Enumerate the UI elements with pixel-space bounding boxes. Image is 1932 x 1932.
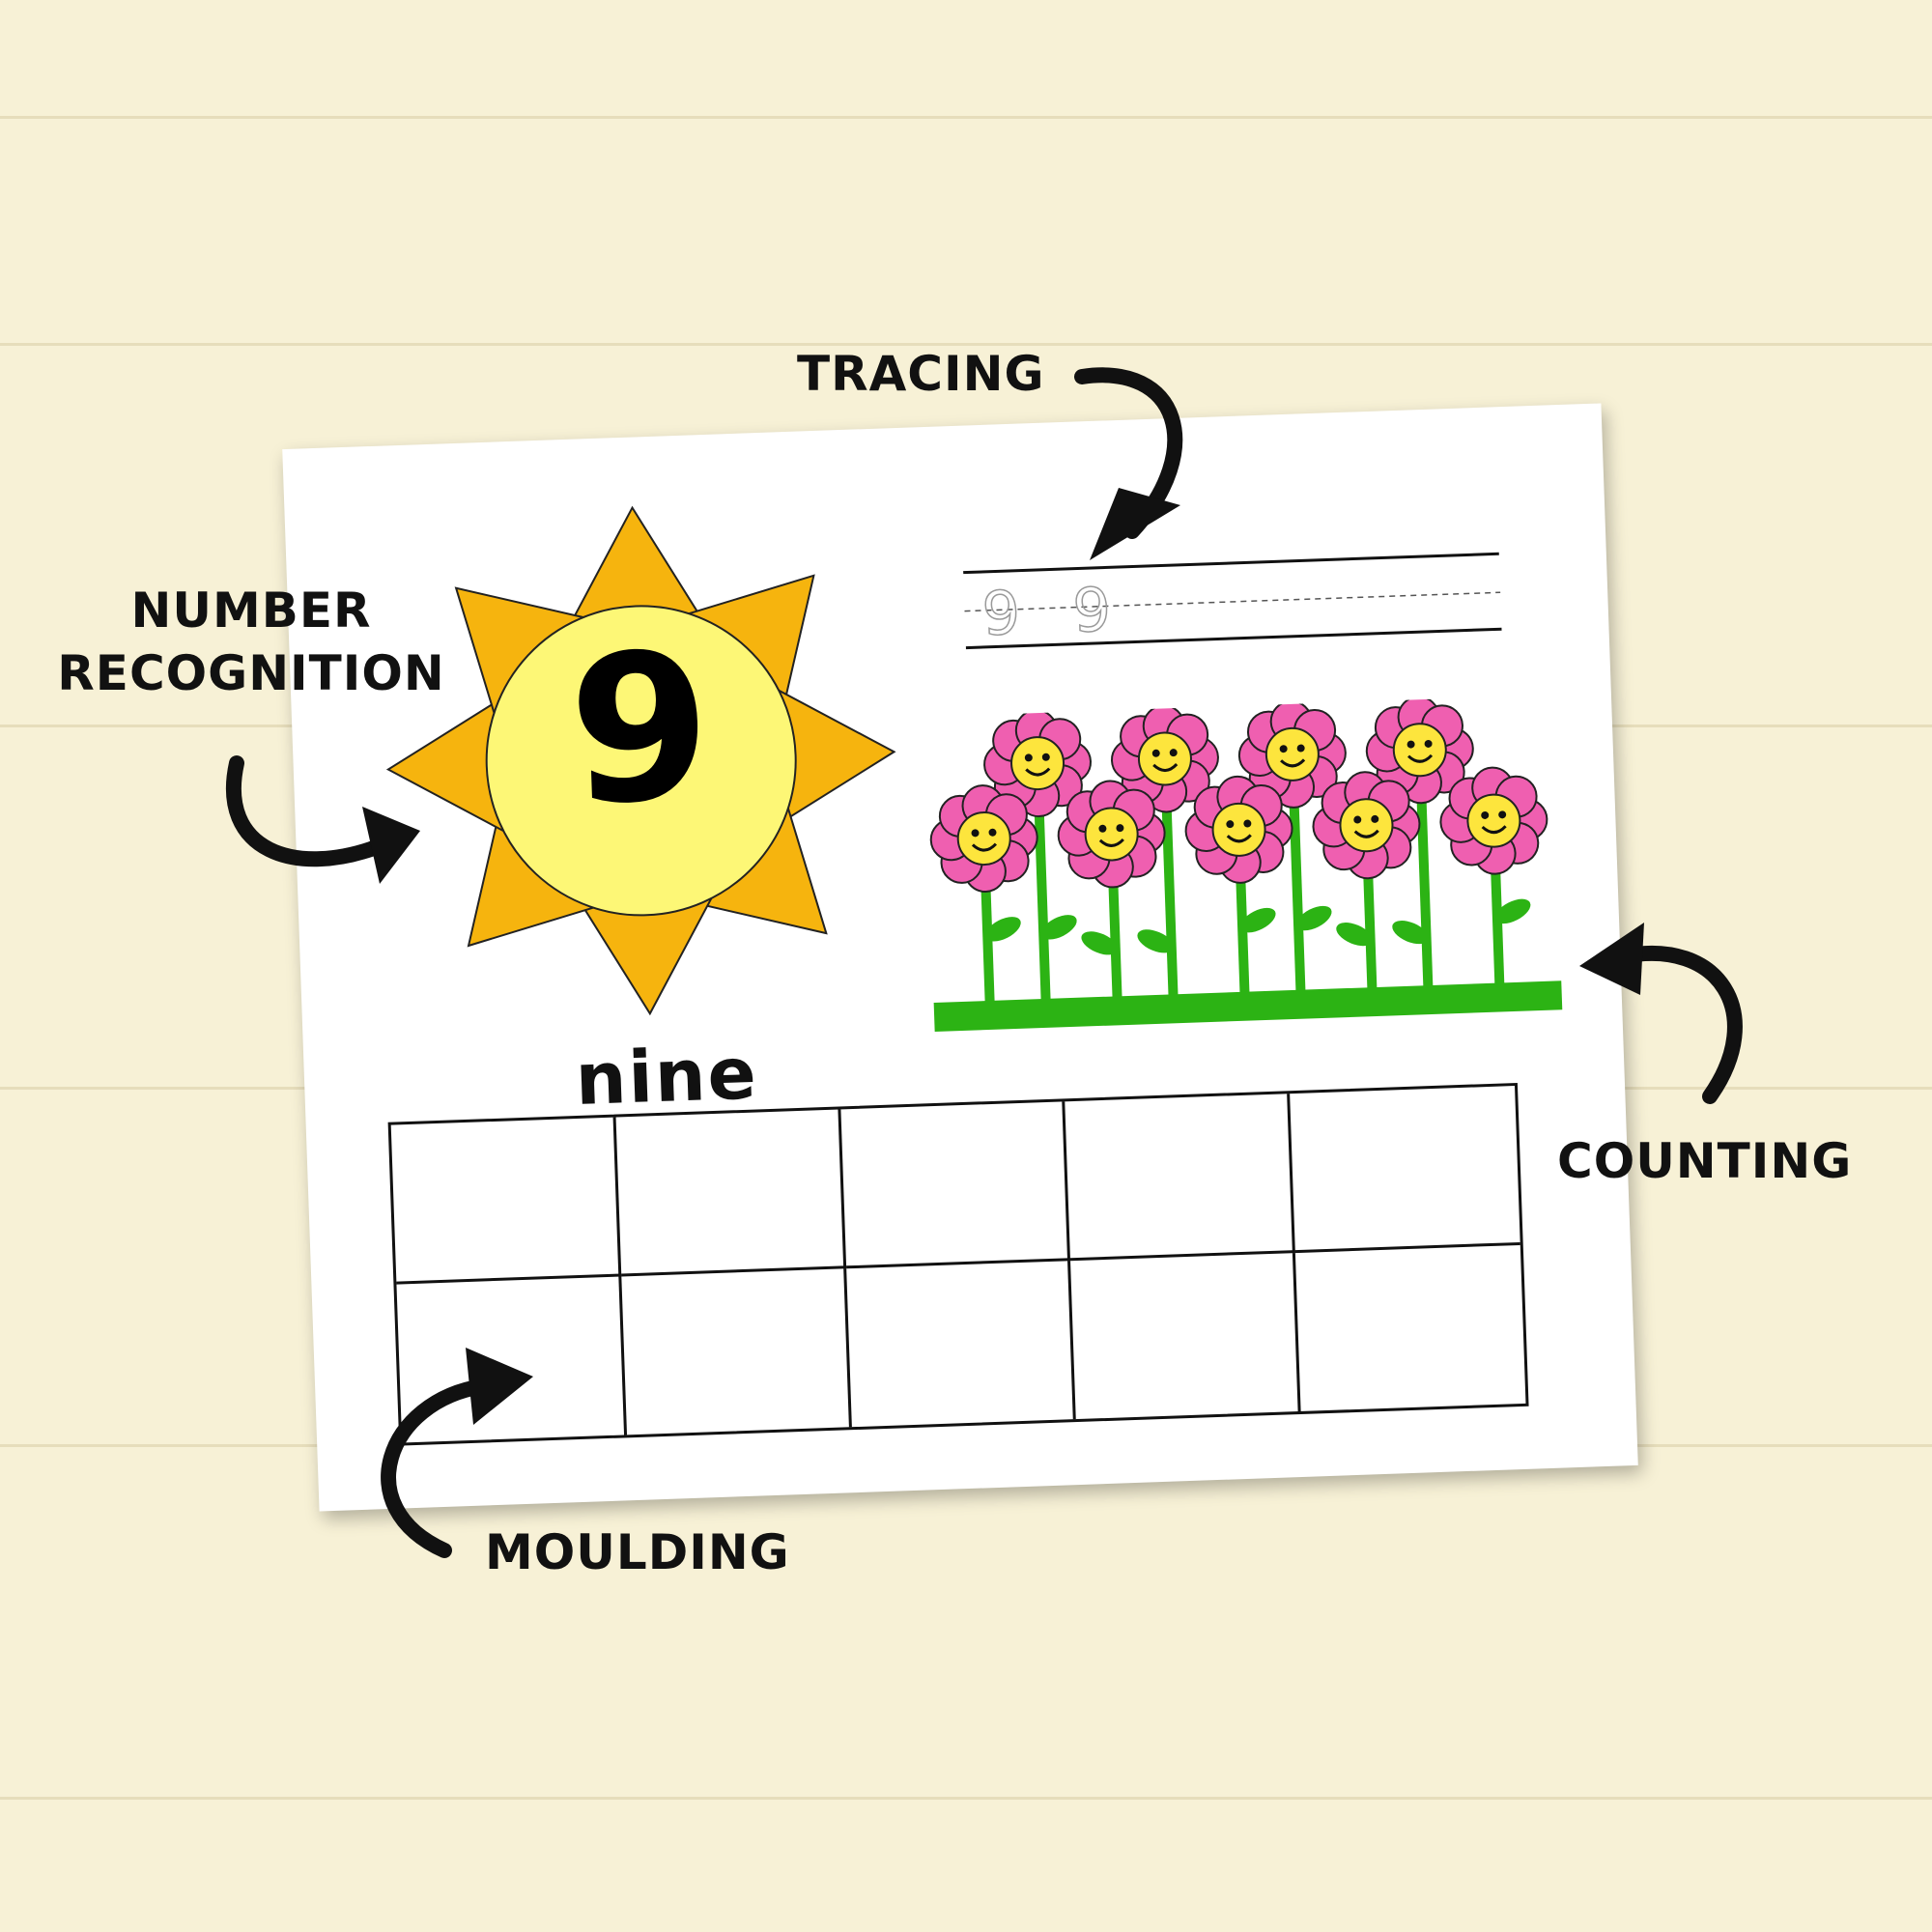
callout-moulding: MOULDING (485, 1524, 790, 1580)
ten-frame-cell (615, 1109, 846, 1276)
leaf-icon (1137, 929, 1175, 953)
curved-arrow-icon (1579, 923, 1743, 1104)
sun-center-icon (485, 605, 797, 917)
ten-frame-cell (845, 1260, 1077, 1428)
callout-line: NUMBER (130, 582, 372, 639)
flower-icon (1057, 780, 1166, 889)
flower-stem (1159, 758, 1179, 997)
ten-frame-cell (1295, 1244, 1525, 1411)
callout-tracing: TRACING (797, 346, 1045, 402)
flower-stem (1287, 753, 1306, 992)
tracing-glyph: 9 (1071, 574, 1113, 647)
flower-garden (929, 696, 1563, 1032)
ten-frame-cell (390, 1117, 622, 1285)
callout-line: RECOGNITION (57, 645, 445, 701)
worksheet-page: 9 9 9 nine (282, 403, 1638, 1512)
leaf-icon (1239, 907, 1276, 933)
plank-seam (0, 1797, 1932, 1800)
ten-frame (387, 1082, 1529, 1446)
flower-icon (1312, 771, 1421, 880)
flower-icon (929, 784, 1038, 894)
leaf-icon (984, 917, 1021, 942)
callout-number-recognition: NUMBER RECOGNITION (39, 580, 464, 705)
leaf-icon (1081, 931, 1119, 955)
flower-stem (1033, 762, 1051, 1002)
leaf-icon (1494, 898, 1531, 924)
curved-arrow-icon (1074, 367, 1183, 560)
worksheet: 9 9 9 nine (282, 403, 1638, 1512)
leaf-icon (1392, 921, 1429, 945)
flower-icon (1237, 699, 1347, 809)
grass-strip (933, 980, 1563, 1032)
ten-frame-cell (840, 1101, 1071, 1268)
flower-icon (1365, 696, 1474, 805)
callout-counting: COUNTING (1557, 1133, 1853, 1189)
plank-seam (0, 116, 1932, 119)
flower-icon (1439, 766, 1548, 875)
leaf-icon (1040, 915, 1077, 940)
leaf-icon (1295, 905, 1332, 931)
plank-seam (0, 343, 1932, 346)
sun-icon (385, 505, 896, 1016)
flower-icon (1110, 704, 1219, 813)
tracing-glyph: 9 (980, 577, 1022, 650)
curved-arrow-icon (381, 1348, 533, 1558)
flower-icon (1184, 775, 1293, 884)
ten-frame-cell (1065, 1094, 1296, 1261)
flower-stem (1414, 750, 1434, 988)
tracing-area: 9 9 (962, 532, 1507, 667)
leaf-icon (1336, 923, 1373, 947)
ten-frame-cell (1290, 1086, 1520, 1253)
curved-arrow-icon (225, 755, 420, 884)
ten-frame-cell (621, 1267, 852, 1435)
ten-frame-cell (1070, 1252, 1301, 1420)
handwriting-lines (963, 552, 1502, 650)
